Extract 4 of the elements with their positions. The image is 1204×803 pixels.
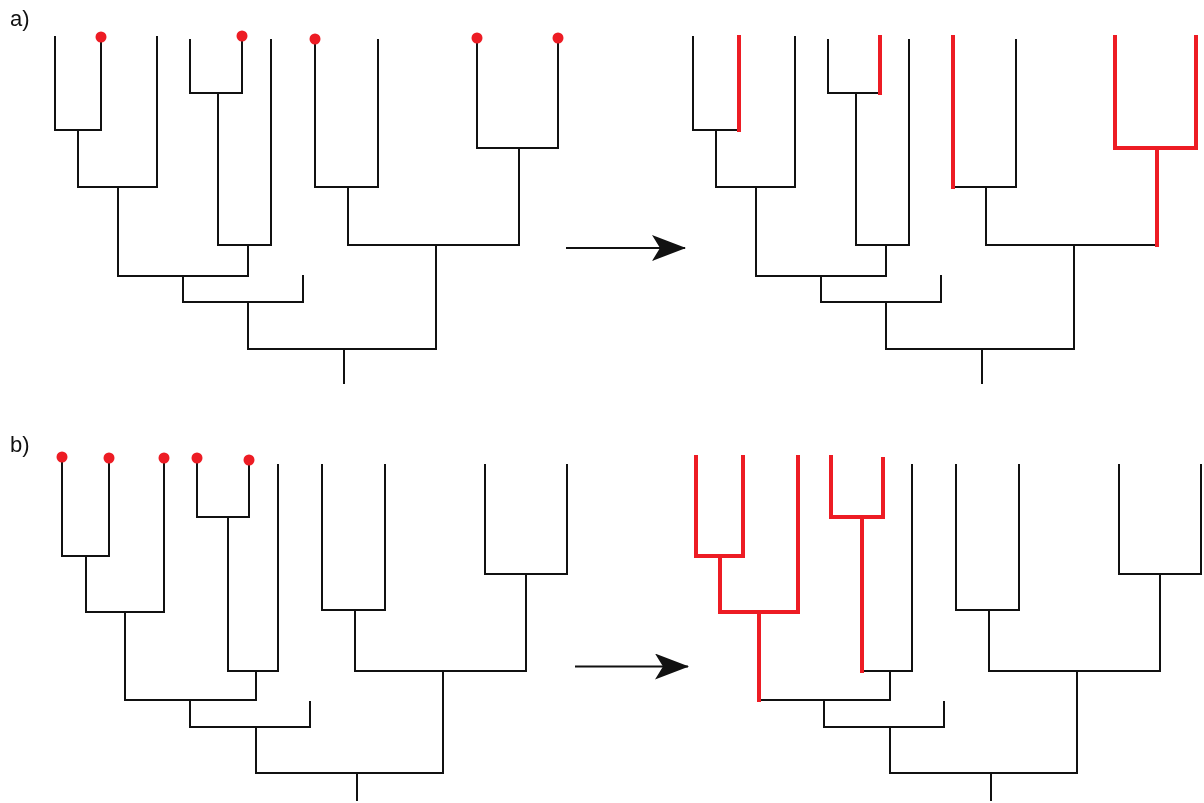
panel-label: b) — [10, 434, 30, 456]
panel-label: a) — [10, 8, 30, 30]
arrow — [565, 235, 686, 261]
arrow — [574, 653, 689, 680]
